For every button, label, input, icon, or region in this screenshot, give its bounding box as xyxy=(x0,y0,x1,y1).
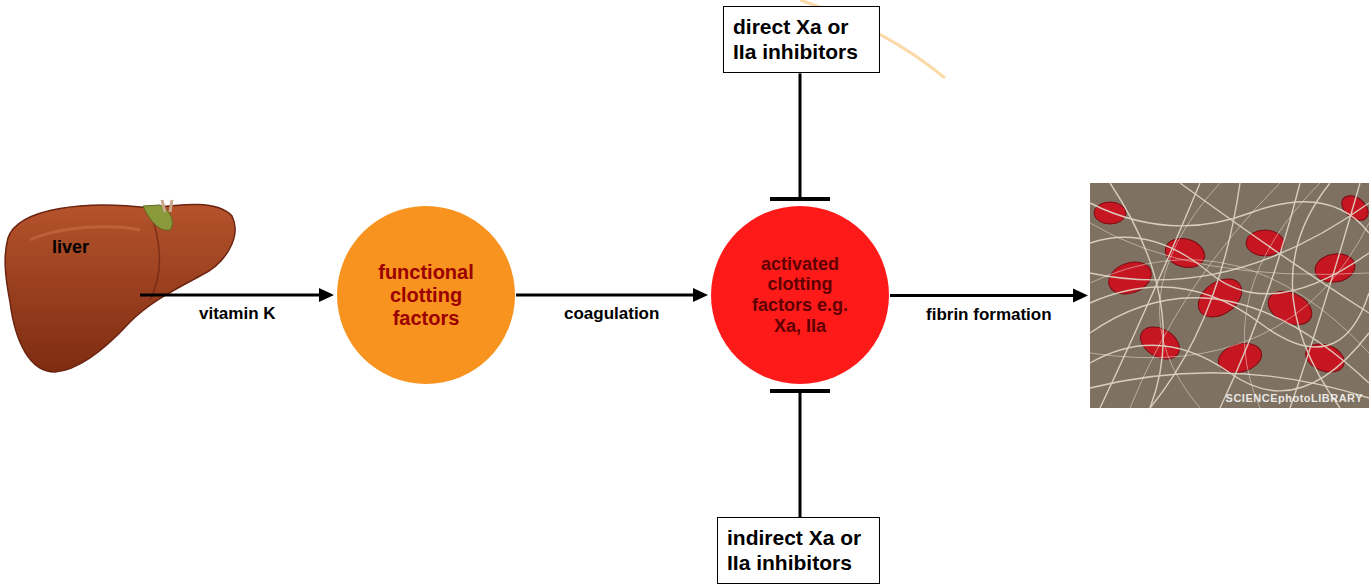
liver-node: liver xyxy=(5,200,140,375)
node-label: functional clotting factors xyxy=(364,261,488,330)
circle-fill xyxy=(337,206,515,384)
connector xyxy=(890,289,1088,303)
connector-line xyxy=(516,294,696,297)
arrow-head xyxy=(1073,289,1088,303)
circle-fill xyxy=(711,206,889,384)
inhibition-bar xyxy=(770,389,830,393)
factor-circle: functional clotting factors xyxy=(336,205,516,385)
edge-label: vitamin K xyxy=(196,304,279,324)
node-label: indirect Xa or IIa inhibitors xyxy=(727,525,869,575)
node-label: liver xyxy=(52,237,89,258)
connector xyxy=(770,391,830,517)
arrow-head xyxy=(319,288,334,302)
inhibitor-box: indirect Xa or IIa inhibitors xyxy=(717,517,880,584)
node-label: direct Xa or IIa inhibitors xyxy=(733,14,869,64)
connector xyxy=(770,73,830,199)
factor-circle: activated clotting factors e.g. Xa, IIa xyxy=(710,205,890,385)
connector-line xyxy=(140,294,322,297)
connector-line xyxy=(799,391,802,517)
connector-line xyxy=(799,73,802,199)
connector xyxy=(516,288,708,302)
arrow-head xyxy=(693,288,708,302)
inhibition-bar xyxy=(770,197,830,201)
fibrin-photo xyxy=(1090,183,1371,408)
fibrin-photo-node: SCIENCEphotoLIBRARY xyxy=(1090,183,1369,408)
edge-label: coagulation xyxy=(561,304,662,324)
edge-label: fibrin formation xyxy=(923,305,1055,325)
connector xyxy=(140,288,334,302)
inhibitor-box: direct Xa or IIa inhibitors xyxy=(723,6,880,73)
connector-line xyxy=(890,294,1076,297)
liver-illustration xyxy=(5,200,235,372)
node-label: SCIENCEphotoLIBRARY xyxy=(1226,392,1363,404)
node-label: activated clotting factors e.g. Xa, IIa xyxy=(742,254,858,337)
